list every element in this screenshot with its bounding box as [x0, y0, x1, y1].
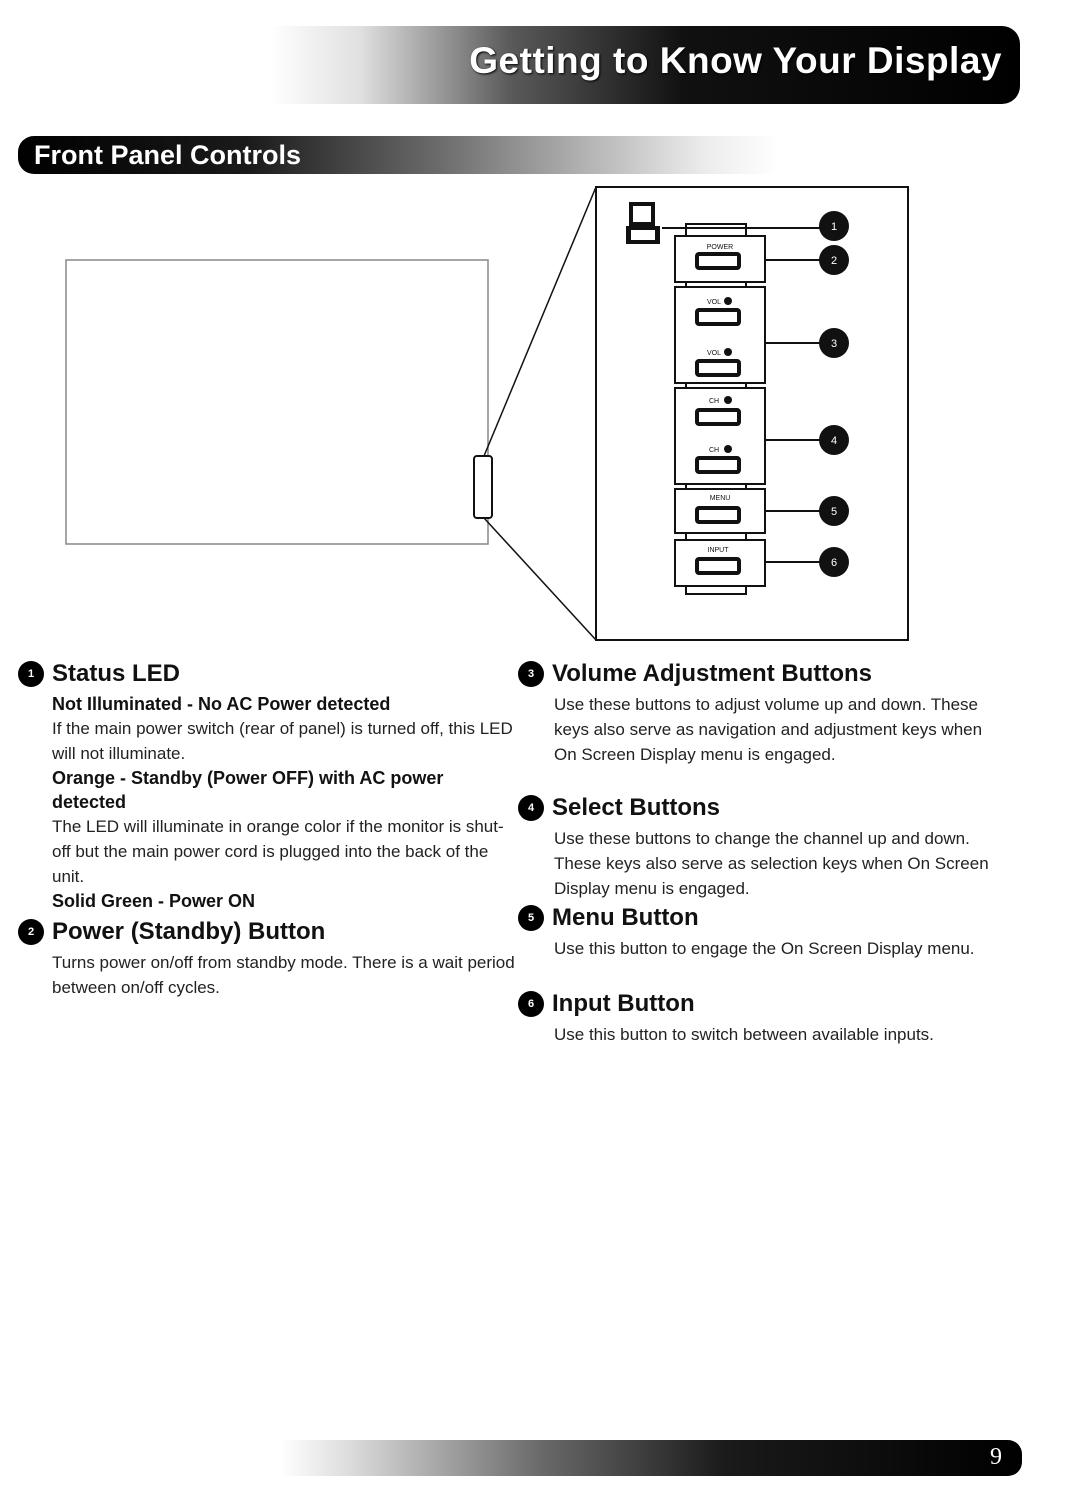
input-heading: 6 Input Button: [518, 990, 1018, 1018]
button-group-select: CH CH: [674, 387, 766, 485]
power-heading: 2 Power (Standby) Button: [18, 918, 518, 946]
panel-label-power: POWER: [707, 244, 733, 251]
button-group-volume: VOL VOL: [674, 286, 766, 384]
callout-1: 1: [819, 211, 849, 241]
panel-label-menu: MENU: [710, 495, 731, 502]
number-badge: 2: [18, 919, 44, 945]
zoom-line-bottom: [483, 517, 597, 641]
number-badge: 6: [518, 991, 544, 1017]
display-outline: [65, 259, 489, 545]
heading-text: Power (Standby) Button: [52, 918, 326, 945]
callout-3: 3: [819, 328, 849, 358]
svg-text:4: 4: [831, 435, 837, 447]
heading-text: Input Button: [552, 990, 695, 1017]
section-title: Front Panel Controls: [34, 140, 302, 170]
status-led-section: 1 Status LED Not Illuminated - No AC Pow…: [18, 660, 518, 913]
power-button-section: 2 Power (Standby) Button Turns power on/…: [18, 918, 518, 1000]
heading-text: Select Buttons: [552, 794, 721, 821]
state-title: Not Illuminated - No AC Power detected: [52, 694, 391, 714]
status-led-icon: [626, 202, 660, 244]
svg-text:5: 5: [831, 506, 837, 518]
number-badge: 3: [518, 661, 544, 687]
heading-text: Menu Button: [552, 904, 699, 931]
panel-label-ch-down: CH: [709, 447, 719, 454]
callout-4: 4: [819, 425, 849, 455]
input-button-section: 6 Input Button Use this button to switch…: [518, 990, 1018, 1047]
select-buttons-section: 4 Select Buttons Use these buttons to ch…: [518, 794, 1008, 901]
button-group-input: INPUT: [674, 539, 766, 587]
svg-text:6: 6: [831, 557, 837, 569]
menu-heading: 5 Menu Button: [518, 904, 1008, 932]
svg-text:1: 1: [831, 221, 837, 233]
button-group-menu: MENU: [674, 488, 766, 534]
state-text: If the main power switch (rear of panel)…: [52, 719, 513, 763]
status-led-heading: 1 Status LED: [18, 660, 518, 688]
page-header-banner: Getting to Know Your Display: [270, 26, 1020, 104]
input-description: Use this button to switch between availa…: [554, 1025, 934, 1044]
volume-buttons-section: 3 Volume Adjustment Buttons Use these bu…: [518, 660, 1008, 767]
volume-heading: 3 Volume Adjustment Buttons: [518, 660, 1008, 688]
volume-description: Use these buttons to adjust volume up an…: [554, 695, 983, 764]
control-panel-strip: [473, 455, 493, 519]
callout-5: 5: [819, 496, 849, 526]
page-title: Getting to Know Your Display: [469, 40, 1002, 81]
heading-text: Volume Adjustment Buttons: [552, 660, 872, 687]
menu-button-section: 5 Menu Button Use this button to engage …: [518, 904, 1008, 961]
number-badge: 1: [18, 661, 44, 687]
power-description: Turns power on/off from standby mode. Th…: [52, 953, 515, 997]
zoom-frame: [595, 186, 909, 641]
state-text: The LED will illuminate in orange color …: [52, 817, 504, 886]
page-number: 9: [990, 1444, 1002, 1470]
panel-label-vol-down: VOL: [707, 350, 721, 357]
page-footer-bar: 9: [280, 1440, 1022, 1476]
state-title: Solid Green - Power ON: [52, 891, 256, 911]
front-panel-diagram: POWER VOL VOL CH CH MENU INPUT 1: [65, 186, 909, 641]
select-heading: 4 Select Buttons: [518, 794, 1008, 822]
section-header-banner: Front Panel Controls: [18, 136, 778, 174]
select-description: Use these buttons to change the channel …: [554, 829, 989, 898]
state-title: Orange - Standby (Power OFF) with AC pow…: [52, 768, 444, 812]
callout-2: 2: [819, 245, 849, 275]
heading-text: Status LED: [52, 660, 181, 687]
button-group-power: POWER: [674, 235, 766, 283]
panel-label-ch-up: CH: [709, 398, 719, 405]
callout-6: 6: [819, 547, 849, 577]
panel-label-vol-up: VOL: [707, 299, 721, 306]
zoom-line-top: [483, 186, 597, 457]
svg-text:2: 2: [831, 255, 837, 267]
number-badge: 4: [518, 795, 544, 821]
menu-description: Use this button to engage the On Screen …: [554, 939, 975, 958]
panel-label-input: INPUT: [708, 547, 730, 554]
number-badge: 5: [518, 905, 544, 931]
svg-text:3: 3: [831, 338, 837, 350]
